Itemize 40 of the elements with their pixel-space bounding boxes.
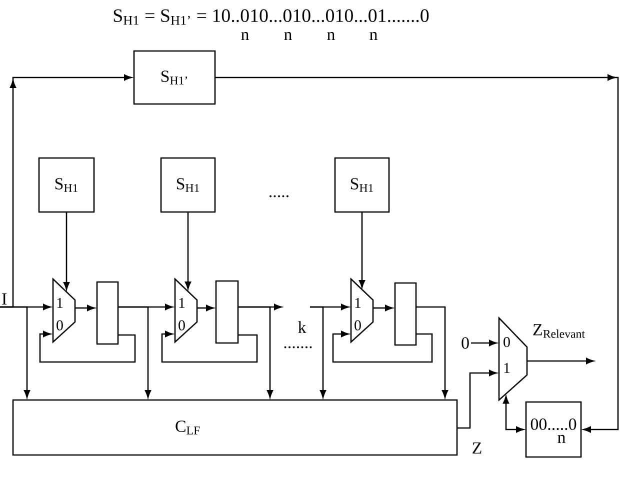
edge-label: Z$_{Relevant}$ [532,323,586,339]
counter-box: 00.....0 n [525,401,582,458]
index-label: n [241,32,249,40]
feedback-arrow [161,330,258,363]
signal-box: S$_{H1}$ [334,157,390,213]
arrow [0,306,30,398]
variable-label: k [298,321,306,333]
input-label: 0 [462,337,469,349]
arrow [502,396,524,433]
arrow [310,306,326,398]
arrow [63,212,70,290]
arrow [215,74,619,433]
feedback-arrow [39,330,136,363]
register-box [96,281,119,345]
register-box [215,280,239,344]
arrow [471,340,497,346]
ellipsis: ....... [284,346,312,348]
arrow [527,358,594,364]
arrow [118,306,152,398]
arrow [358,212,366,288]
input-label: I [2,293,7,304]
index-label: n [370,32,378,40]
feedback-arrow [332,330,433,363]
register-box [394,282,417,346]
arrow [75,304,95,312]
signal-box: S$_{H1}$ [160,157,216,213]
index-label: n [327,32,335,40]
title: S$_{H1}$ = S$_{H1’}$ = 10..010...010...010...01.......0 [114,9,429,25]
signal-box: S$_{H1’}$ [133,50,216,105]
edge-label: Z [470,441,484,455]
arrow [416,306,448,398]
arrow [373,304,393,312]
arrow [184,212,192,290]
index-label: n [284,32,292,40]
arrow [197,304,214,312]
signal-box: S$_{H1}$ [38,157,95,213]
arrow [457,370,497,429]
logic-block: C$_{LF}$ [12,399,458,456]
arrow [238,306,274,398]
ellipsis: ..... [270,195,288,198]
